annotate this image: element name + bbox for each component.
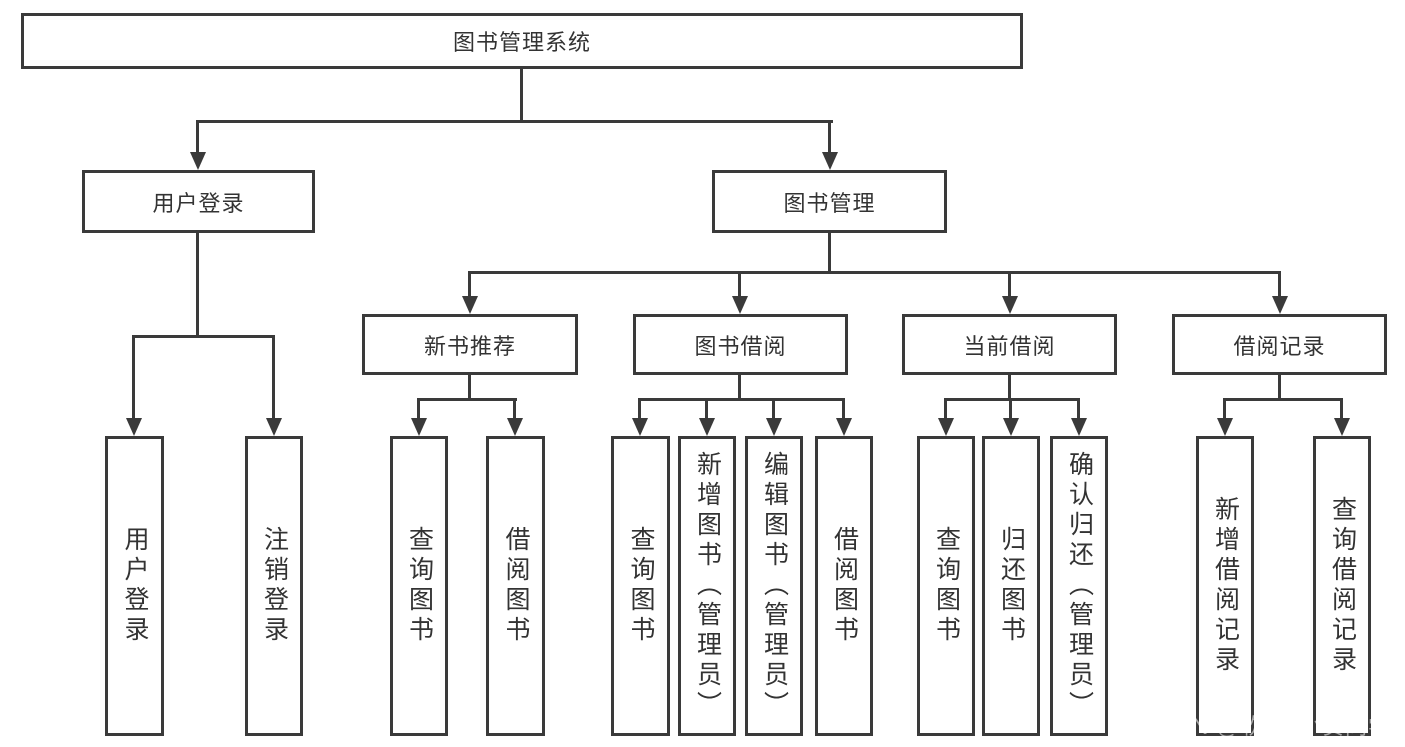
arrow-down-icon: [1217, 418, 1233, 436]
node-leaf-query-books-current: 查询图书: [917, 436, 975, 736]
connector-userlogin-stem: [196, 233, 199, 337]
node-current-borrowing: 当前借阅: [902, 314, 1117, 375]
connector-group2-drop-3: [1077, 398, 1080, 420]
node-leaf-edit-book-admin: 编辑图书（管理员）: [745, 436, 803, 736]
connector-group2-stem: [1008, 375, 1011, 400]
arrow-down-icon: [1272, 296, 1288, 314]
connector-bookmgmt-bar: [469, 271, 1281, 274]
connector-userlogin-drop-1: [132, 335, 135, 420]
connector-bookmgmt-drop-2: [738, 271, 741, 300]
connector-bookmgmt-drop-1: [468, 271, 471, 300]
arrow-down-icon: [190, 152, 206, 170]
connector-group3-drop-2: [1340, 398, 1343, 420]
connector-group0-drop-2: [513, 398, 516, 420]
connector-root-bar: [197, 120, 833, 123]
arrow-down-icon: [766, 418, 782, 436]
arrow-down-icon: [411, 418, 427, 436]
node-leaf-return-books: 归还图书: [982, 436, 1040, 736]
connector-bookmgmt-drop-4: [1278, 271, 1281, 300]
node-leaf-add-book-admin: 新增图书（管理员）: [678, 436, 736, 736]
connector-group1-drop-4: [842, 398, 845, 420]
arrow-down-icon: [632, 418, 648, 436]
connector-bookmgmt-stem: [828, 233, 831, 273]
connector-group0-bar: [417, 398, 517, 401]
connector-group3-drop-1: [1223, 398, 1226, 420]
node-leaf-logout: 注销登录: [245, 436, 303, 736]
node-new-book-recommendation: 新书推荐: [362, 314, 578, 375]
arrow-down-icon: [822, 152, 838, 170]
connector-group1-stem: [738, 375, 741, 400]
arrow-down-icon: [836, 418, 852, 436]
connector-userlogin-bar: [132, 335, 275, 338]
node-leaf-borrow-books-borrowing: 借阅图书: [815, 436, 873, 736]
csdn-watermark: CSDN @软件_小贺同学: [1142, 714, 1391, 739]
node-leaf-confirm-return-admin: 确认归还（管理员）: [1050, 436, 1108, 736]
node-user-login: 用户登录: [82, 170, 315, 233]
connector-group1-drop-3: [772, 398, 775, 420]
connector-userlogin-drop-2: [272, 335, 275, 420]
connector-group3-bar: [1223, 398, 1343, 401]
arrow-down-icon: [699, 418, 715, 436]
node-leaf-add-borrow-record: 新增借阅记录: [1196, 436, 1254, 736]
node-leaf-query-books-borrowing: 查询图书: [611, 436, 670, 736]
arrow-down-icon: [462, 296, 478, 314]
connector-root-drop-right: [828, 120, 831, 156]
connector-group0-drop-1: [417, 398, 420, 420]
arrow-down-icon: [507, 418, 523, 436]
connector-group3-stem: [1278, 375, 1281, 400]
arrow-down-icon: [1334, 418, 1350, 436]
arrow-down-icon: [1003, 418, 1019, 436]
node-book-borrowing: 图书借阅: [633, 314, 848, 375]
connector-group2-drop-2: [1009, 398, 1012, 420]
node-leaf-query-borrow-record: 查询借阅记录: [1313, 436, 1371, 736]
arrow-down-icon: [938, 418, 954, 436]
connector-group2-drop-1: [944, 398, 947, 420]
node-leaf-query-books-recommend: 查询图书: [390, 436, 448, 736]
arrow-down-icon: [266, 418, 282, 436]
connector-root-stem: [520, 69, 523, 122]
connector-group2-bar: [944, 398, 1080, 401]
connector-group1-drop-1: [638, 398, 641, 420]
connector-root-drop-left: [196, 120, 199, 156]
connector-group1-drop-2: [705, 398, 708, 420]
node-book-management: 图书管理: [712, 170, 947, 233]
node-root: 图书管理系统: [21, 13, 1023, 69]
arrow-down-icon: [1002, 296, 1018, 314]
node-borrowing-records: 借阅记录: [1172, 314, 1387, 375]
connector-bookmgmt-drop-3: [1008, 271, 1011, 300]
node-leaf-borrow-books-recommend: 借阅图书: [486, 436, 545, 736]
arrow-down-icon: [732, 296, 748, 314]
node-leaf-user-login: 用户登录: [105, 436, 164, 736]
connector-group1-bar: [638, 398, 845, 401]
arrow-down-icon: [126, 418, 142, 436]
arrow-down-icon: [1071, 418, 1087, 436]
connector-group0-stem: [468, 375, 471, 400]
